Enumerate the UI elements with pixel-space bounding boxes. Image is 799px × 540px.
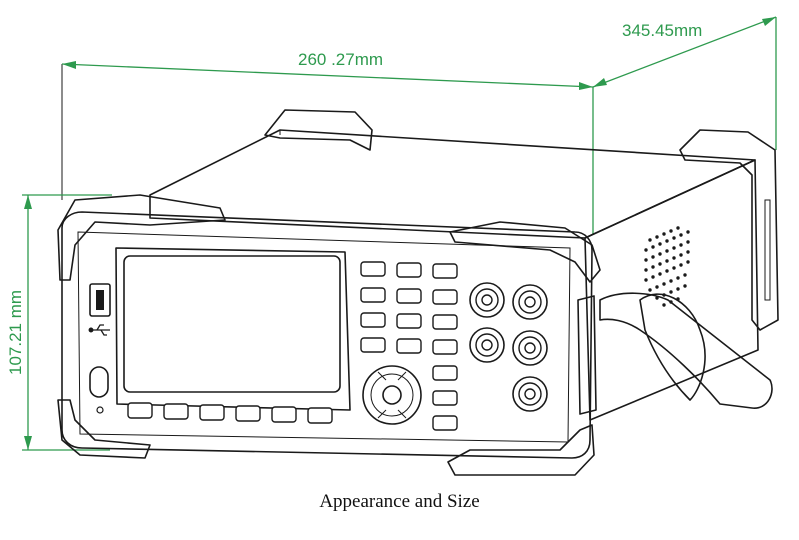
depth-dimension-label: 345.45mm [622, 21, 702, 40]
key[interactable] [432, 415, 458, 431]
front-panel [77, 231, 571, 443]
softkey-6[interactable] [307, 407, 333, 424]
key[interactable] [396, 313, 422, 329]
terminal[interactable] [512, 376, 548, 412]
height-dimension-label: 107.21 mm [6, 290, 25, 375]
softkeys[interactable] [127, 402, 333, 424]
usb-icon [88, 324, 110, 336]
input-terminals[interactable] [469, 282, 548, 412]
key[interactable] [432, 263, 458, 279]
key[interactable] [432, 390, 458, 406]
power-button[interactable] [89, 366, 109, 398]
key[interactable] [396, 262, 422, 278]
key[interactable] [360, 287, 386, 303]
key[interactable] [360, 312, 386, 328]
caption-text: Appearance and Size [319, 491, 480, 512]
dimension-width: 260 .27mm [61, 50, 594, 200]
instrument-body [57, 109, 779, 476]
softkey-3[interactable] [199, 404, 225, 421]
softkey-5[interactable] [271, 406, 297, 423]
nav-center-button[interactable] [382, 385, 402, 405]
navigation-pad[interactable] [362, 365, 422, 425]
key[interactable] [360, 337, 386, 353]
speaker-grille [644, 226, 690, 307]
key[interactable] [432, 314, 458, 330]
keypad[interactable] [360, 261, 458, 431]
key[interactable] [396, 288, 422, 304]
key[interactable] [432, 365, 458, 381]
key[interactable] [432, 339, 458, 355]
key[interactable] [396, 338, 422, 354]
key[interactable] [432, 289, 458, 305]
carry-handle [599, 292, 773, 409]
softkey-1[interactable] [127, 402, 153, 419]
dimension-height: 107.21 mm [6, 194, 112, 451]
softkey-4[interactable] [235, 405, 261, 422]
terminal[interactable] [469, 327, 505, 363]
key[interactable] [360, 261, 386, 277]
figure-caption: Appearance and Size [0, 491, 799, 513]
width-dimension-label: 260 .27mm [298, 50, 383, 69]
terminal[interactable] [512, 284, 548, 320]
terminal[interactable] [469, 282, 505, 318]
terminal[interactable] [512, 330, 548, 366]
dimension-depth: 345.45mm [592, 16, 777, 235]
softkey-2[interactable] [163, 403, 189, 420]
display-screen [123, 255, 341, 393]
